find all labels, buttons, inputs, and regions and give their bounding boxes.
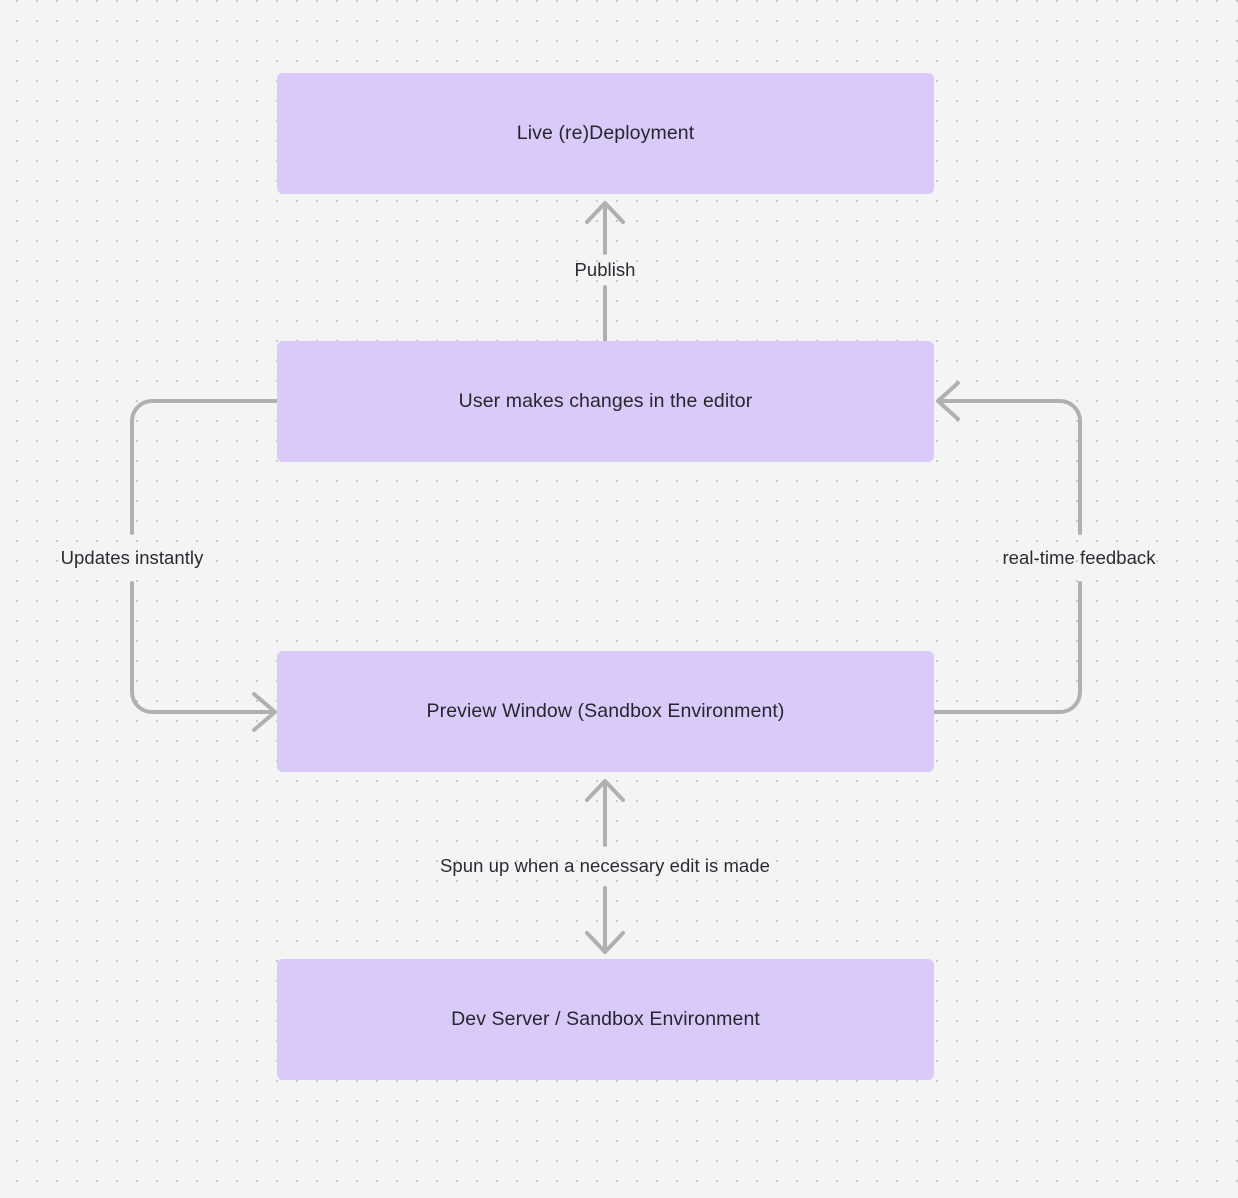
- node-dev-server[interactable]: Dev Server / Sandbox Environment: [277, 959, 934, 1080]
- edge-spun-up-arrowhead-down-icon: [585, 931, 625, 954]
- edge-spun-up-arrowhead-up-icon: [585, 779, 625, 802]
- edge-label-publish: Publish: [574, 258, 636, 280]
- node-preview-window[interactable]: Preview Window (Sandbox Environment): [277, 651, 934, 772]
- edge-publish-arrowhead-icon: [585, 201, 625, 224]
- edge-real-time-feedback-arrowhead-icon: [936, 381, 960, 421]
- node-user-edits-label: User makes changes in the editor: [458, 389, 753, 412]
- edge-updates-instantly-line-upper: [130, 399, 279, 535]
- node-dev-server-label: Dev Server / Sandbox Environment: [451, 1007, 760, 1030]
- node-user-edits[interactable]: User makes changes in the editor: [277, 341, 934, 462]
- node-live-deployment-label: Live (re)Deployment: [516, 121, 695, 144]
- edge-real-time-feedback-line-lower: [932, 581, 1082, 714]
- edge-real-time-feedback-line-upper: [938, 399, 1082, 535]
- edge-label-real-time-feedback: real-time feedback: [1002, 546, 1156, 568]
- edge-updates-instantly-line-lower: [130, 581, 274, 714]
- edge-label-updates-instantly: Updates instantly: [60, 546, 204, 568]
- edge-label-spun-up: Spun up when a necessary edit is made: [440, 854, 770, 876]
- edge-updates-instantly-arrowhead-icon: [252, 692, 277, 732]
- node-preview-window-label: Preview Window (Sandbox Environment): [426, 699, 785, 722]
- node-live-deployment[interactable]: Live (re)Deployment: [277, 73, 934, 194]
